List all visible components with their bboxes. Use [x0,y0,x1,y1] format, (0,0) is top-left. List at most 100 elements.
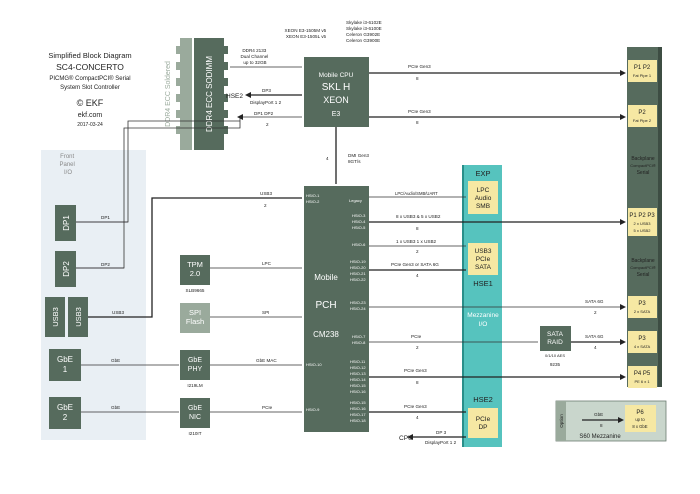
option-s60-mezzanine: Option P6 up to 8 x GbE GbE 8 S60 Mezzan… [555,400,667,442]
svg-text:HSIO-15: HSIO-15 [350,400,366,405]
bus-usb-8x: 8 x USB3 & 5 x USB2 [396,214,441,219]
sodimm-label-outer: DDR4 ECC Soldered [165,61,172,127]
svg-text:P3: P3 [638,301,646,307]
svg-text:P3: P3 [638,336,646,342]
svg-text:Legacy: Legacy [349,198,362,203]
ddr-note: DDR4 2133 Dual Channel up to 32GB [240,48,269,65]
dp12-label: DisplayPort 1 2 [250,100,282,105]
bp-p2: P2 Fat Pipe 2 [628,105,657,127]
svg-text:HSIO-18: HSIO-18 [350,418,366,423]
bus-pcie-gen3-c: PCIe Gen3 [404,368,427,373]
svg-text:HSIO-9: HSIO-9 [306,407,320,412]
svg-text:HSIO-24: HSIO-24 [350,306,366,311]
svg-text:CompactPCI®: CompactPCI® [630,163,656,168]
option-tag: Option [559,414,564,428]
svg-text:HSIO-16: HSIO-16 [350,389,366,394]
svg-text:Fat Pipe 2: Fat Pipe 2 [633,118,652,123]
mezz-hse1: HSE1 [473,279,493,288]
bus-gbe-mac: GbE MAC [256,358,277,363]
title-line1: Simplified Block Diagram [48,51,131,60]
svg-text:SLB9665: SLB9665 [186,288,205,293]
dp-count: 2 [266,122,269,127]
svg-text:up to: up to [635,417,645,422]
svg-text:4 x SATA: 4 x SATA [634,344,651,349]
title-line3: PICMG® CompactPCI® Serial [49,75,130,82]
bus-gbe-opt: GbE [594,412,603,417]
svg-text:Backplane: Backplane [631,156,655,162]
count-usb3-top: 2 [264,203,267,208]
title-date: 2017-03-24 [77,122,103,128]
svg-text:P6: P6 [636,410,644,416]
dmi-count: 4 [326,156,329,161]
count-sata-a: 2 [594,310,597,315]
cpu-label4: E3 [332,111,341,118]
backplane-label-mid: Backplane CompactPCI® Serial [630,258,656,278]
dmi-label: DMI Gen3 8GT/s [348,153,370,164]
bus-sata6g-b: SATA 6G [585,334,604,339]
svg-text:I219LM: I219LM [187,383,202,388]
svg-text:USB3: USB3 [51,307,60,327]
svg-text:Serial: Serial [637,272,650,278]
front-usb3-a[interactable]: USB3 [45,297,65,337]
bus-pcie-gen3-d: PCIe Gen3 [404,404,427,409]
title-line2: SC4-CONCERTO [56,62,124,72]
count-pcie-c: 8 [416,380,419,385]
count-pcie-or-sata: 4 [416,273,419,278]
count-usb-8x: 8 [416,226,419,231]
dp1dp2-label: DP1 DP2 [254,111,274,116]
svg-text:2 x USB3: 2 x USB3 [634,221,652,226]
svg-text:HSIO-10: HSIO-10 [306,362,322,367]
bp-p4p5: P4 P5 PE 6 x 1 [628,366,657,388]
svg-text:HSIO-11: HSIO-11 [350,359,366,364]
svg-text:HSIO-6: HSIO-6 [352,242,366,247]
svg-text:HSIO-5: HSIO-5 [352,225,366,230]
svg-text:DP1: DP1 [62,215,71,231]
option-mezz-label: S60 Mezzanine [579,434,621,440]
count-gbe-opt: 8 [600,423,603,428]
svg-text:I210IT: I210IT [188,431,201,436]
bus-sata6g-a: SATA 6G [585,299,604,304]
hse2-left-label: HSE2 [226,93,243,100]
bp-p1p2: P1 P2 Fat Pipe 1 [628,60,657,82]
svg-text:HSIO-21: HSIO-21 [350,271,366,276]
svg-text:HSIO-19: HSIO-19 [350,259,366,264]
bus-lpc: LPC [262,261,272,266]
backplane-strip [658,47,662,387]
pch-hsio-labels: HSIO-1 HSIO-2 Legacy HSIO-3 HSIO-4 HSIO-… [306,193,366,423]
bus-dp2: DP2 [101,262,110,267]
backplane-label-top: Backplane CompactPCI® Serial [630,156,656,176]
svg-text:HSIO-17: HSIO-17 [350,412,366,417]
svg-text:5 x USB2: 5 x USB2 [634,228,652,233]
front-dp1[interactable]: DP1 [55,205,76,241]
cpu-label1: Mobile CPU [319,72,354,79]
bp-p1p2p3: P1 P2 P3 2 x USB3 5 x USB2 [628,208,657,236]
svg-text:HSIO-3: HSIO-3 [352,213,366,218]
front-usb3-b[interactable]: USB3 [68,297,88,337]
svg-text:HSIO-2: HSIO-2 [306,199,320,204]
title-line4: System Slot Controller [60,85,120,91]
svg-text:Fat Pipe 1: Fat Pipe 1 [633,73,652,78]
svg-text:HSIO-4: HSIO-4 [352,219,366,224]
front-dp2[interactable]: DP2 [55,251,76,287]
bus-pcie: PCIe [262,405,273,410]
svg-text:HSIO-16: HSIO-16 [350,406,366,411]
count-pcie-hse: 2 [416,345,419,350]
pch-label2: PCH [315,300,336,311]
bus-pcie-hse: PCIe [411,334,422,339]
bus-usb3: USB3 [112,310,124,315]
